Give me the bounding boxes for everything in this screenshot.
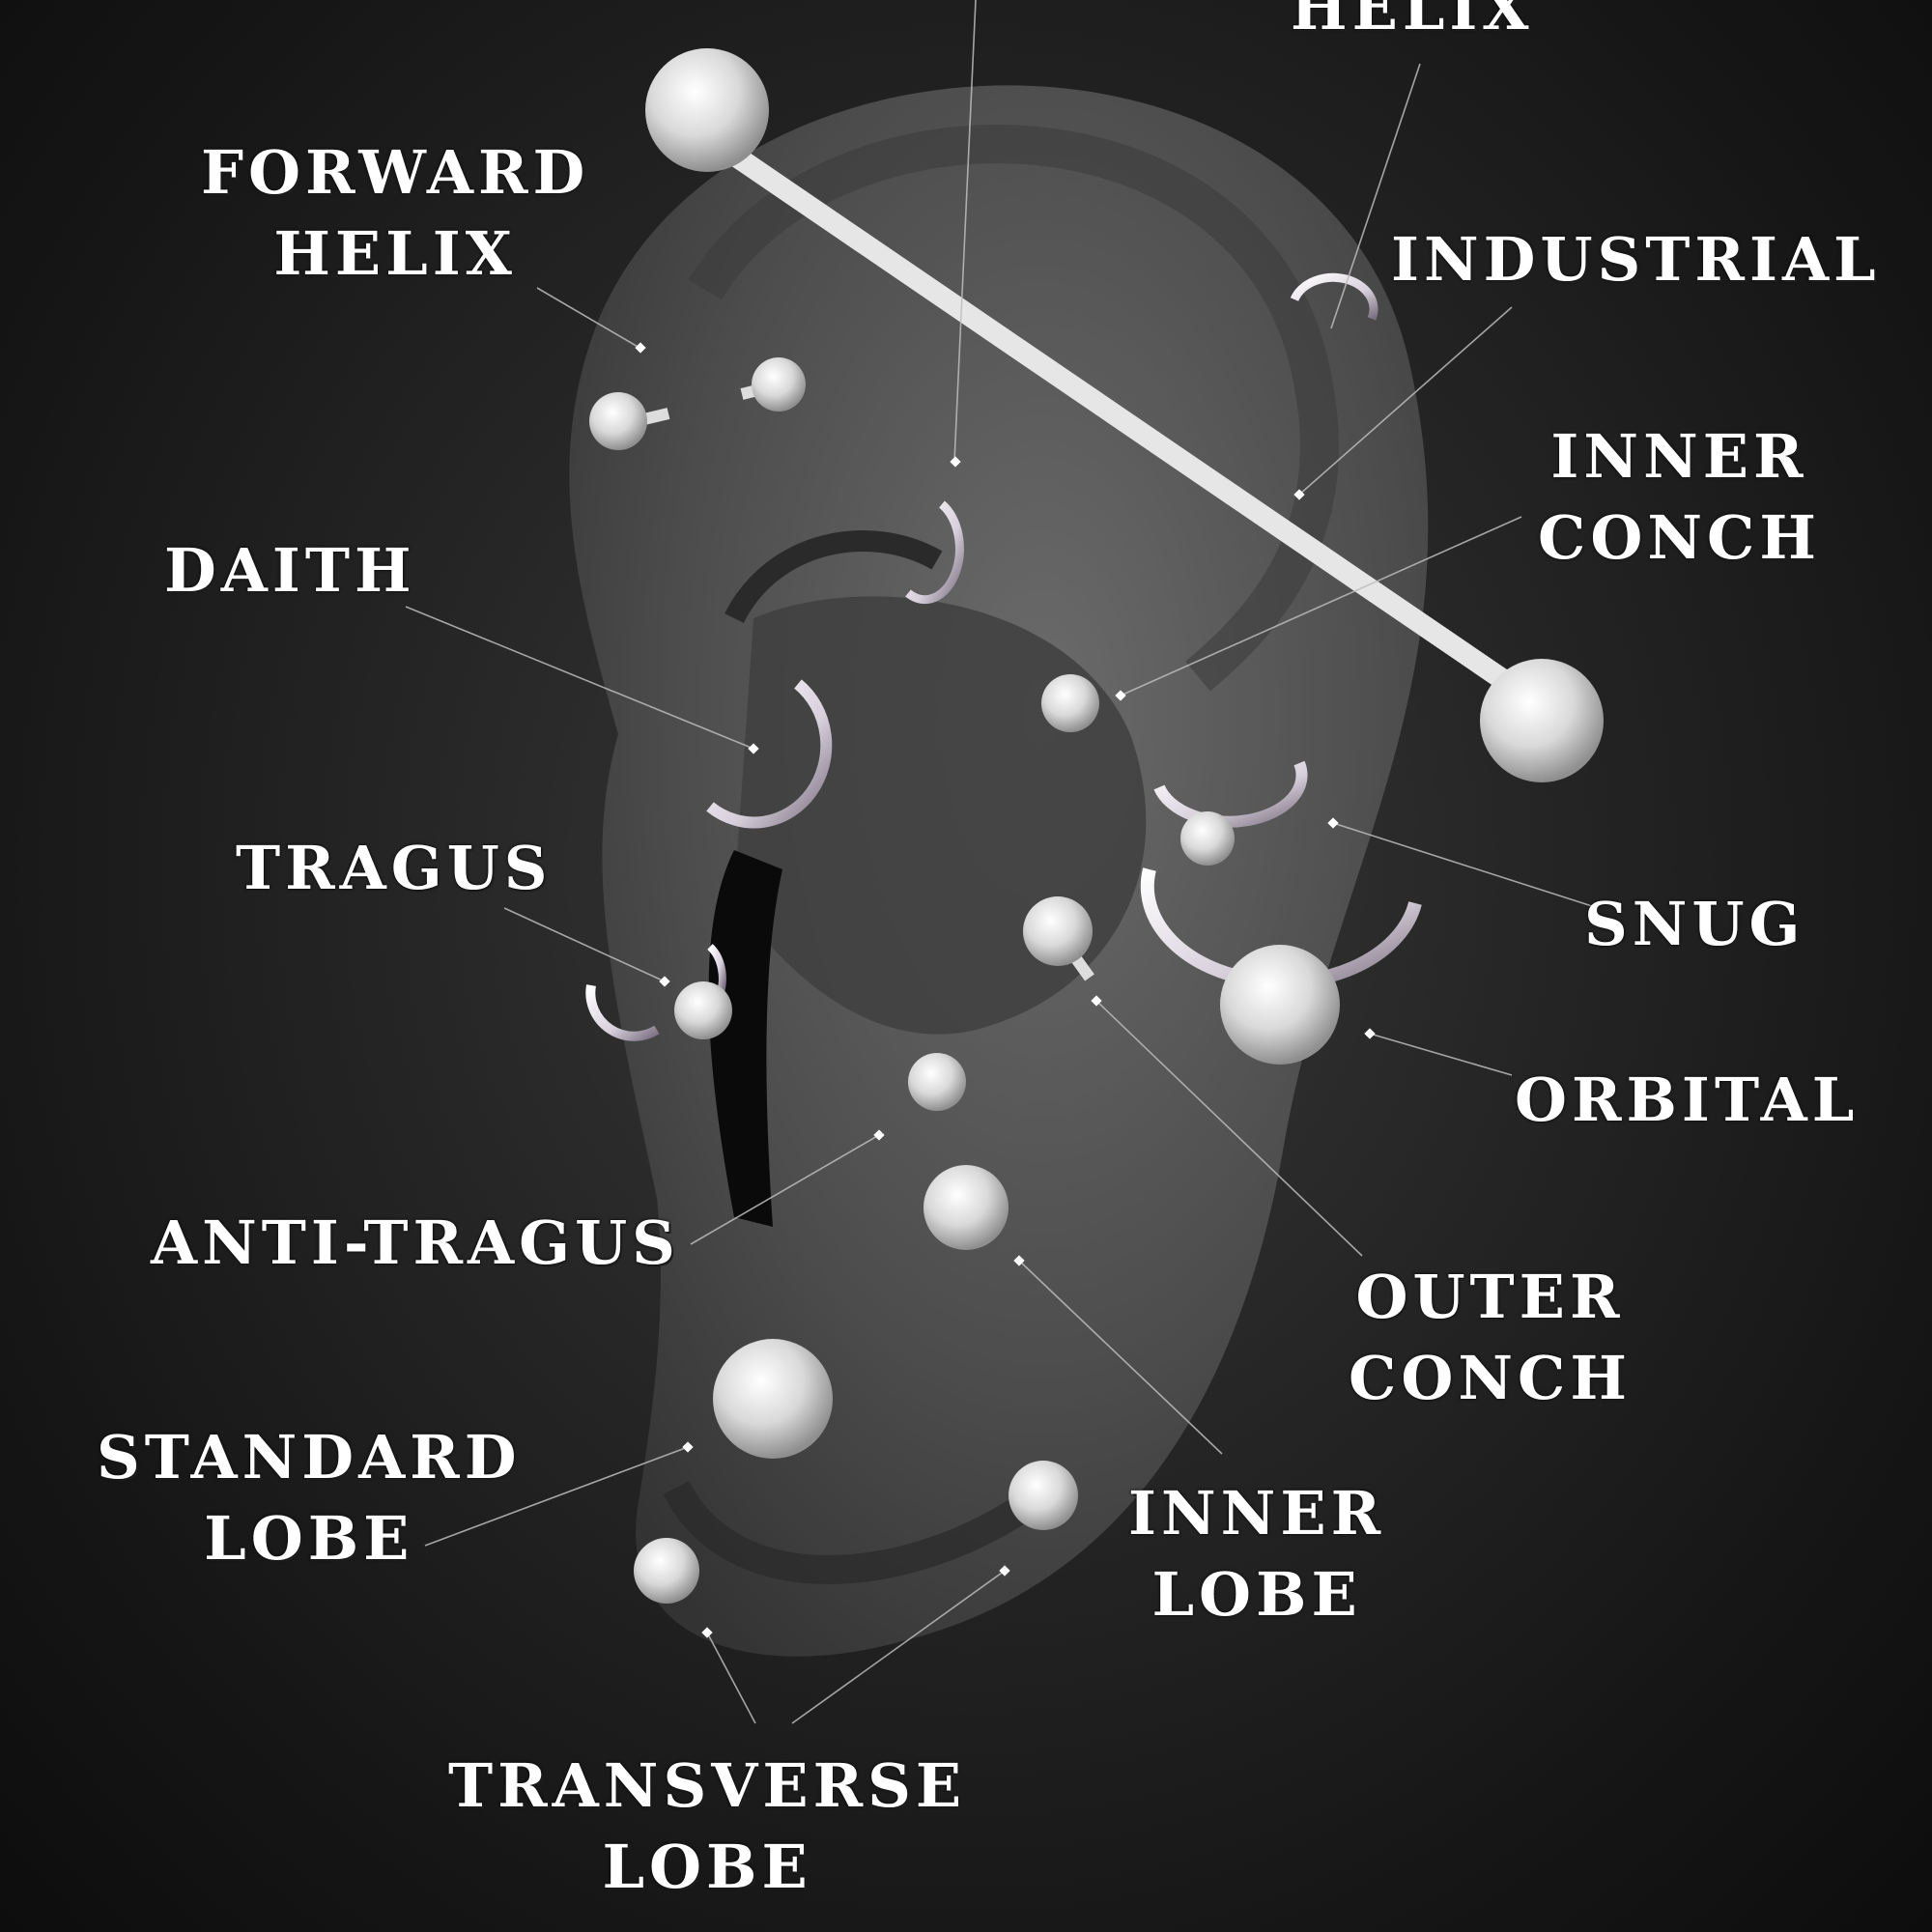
anti-tragus-stud-lower — [923, 1165, 1009, 1250]
label-snug-line-1: SNUG — [1584, 889, 1805, 959]
label-daith: DAITH — [164, 541, 416, 601]
label-tragus: TRAGUS — [236, 838, 553, 898]
label-inner-conch-line-2: CONCH — [1538, 502, 1821, 573]
label-transverse-lobe-line-1: TRANSVERSE — [448, 1750, 967, 1821]
label-transverse-lobe-line-2: LOBE — [602, 1832, 812, 1902]
label-inner-lobe-line-1: INNER — [1128, 1478, 1386, 1548]
label-forward-helix: FORWARD HELIX — [201, 143, 589, 284]
tragus-jewelry — [585, 944, 732, 1041]
forward-helix-studs — [589, 357, 806, 450]
label-inner-conch: INNER CONCH — [1538, 427, 1821, 568]
upper-ring — [905, 500, 964, 605]
helix-ring — [1290, 272, 1378, 321]
snug-jewelry — [1153, 760, 1308, 866]
daith-ring — [706, 679, 833, 829]
label-transverse-lobe: TRANSVERSE LOBE — [448, 1756, 966, 1897]
label-helix-line-1: HELIX — [1291, 0, 1534, 43]
label-orbital: ORBITAL — [1515, 1070, 1859, 1130]
label-orbital-line-1: ORBITAL — [1515, 1065, 1860, 1135]
label-inner-lobe: INNER LOBE — [1128, 1484, 1385, 1625]
label-anti-tragus: ANTI-TRAGUS — [151, 1213, 680, 1273]
anti-tragus-stud — [908, 1053, 966, 1111]
label-standard-lobe-line-2: LOBE — [204, 1503, 414, 1574]
label-industrial: INDUSTRIAL — [1391, 230, 1881, 290]
outer-conch-stud — [1023, 896, 1094, 981]
label-inner-lobe-line-2: LOBE — [1151, 1559, 1362, 1630]
label-outer-conch-line-1: OUTER — [1355, 1262, 1625, 1332]
label-outer-conch-line-2: CONCH — [1349, 1343, 1632, 1413]
label-standard-lobe: STANDARD LOBE — [97, 1428, 521, 1569]
label-outer-conch: OUTER CONCH — [1349, 1267, 1632, 1408]
inner-lobe-stud — [1009, 1461, 1078, 1530]
standard-lobe-stud — [713, 1339, 833, 1459]
inner-conch-stud — [1041, 674, 1099, 732]
industrial-barbell — [645, 48, 1604, 782]
label-standard-lobe-line-1: STANDARD — [97, 1422, 522, 1492]
label-snug: SNUG — [1584, 895, 1804, 954]
label-anti-tragus-line-1: ANTI-TRAGUS — [151, 1208, 680, 1278]
label-helix: HELIX — [1291, 0, 1534, 39]
label-forward-helix-line-1: FORWARD — [201, 137, 590, 208]
label-inner-conch-line-1: INNER — [1550, 421, 1808, 492]
ear-shape — [569, 85, 1429, 1657]
label-industrial-line-1: INDUSTRIAL — [1391, 224, 1881, 295]
leader-lines — [405, 0, 1593, 1724]
label-daith-line-1: DAITH — [164, 535, 416, 606]
leader-markers — [635, 342, 1376, 1638]
label-tragus-line-1: TRAGUS — [236, 833, 553, 903]
transverse-lobe-stud — [634, 1538, 699, 1604]
orbital-jewelry — [1140, 867, 1422, 1065]
label-forward-helix-line-2: HELIX — [273, 218, 517, 289]
